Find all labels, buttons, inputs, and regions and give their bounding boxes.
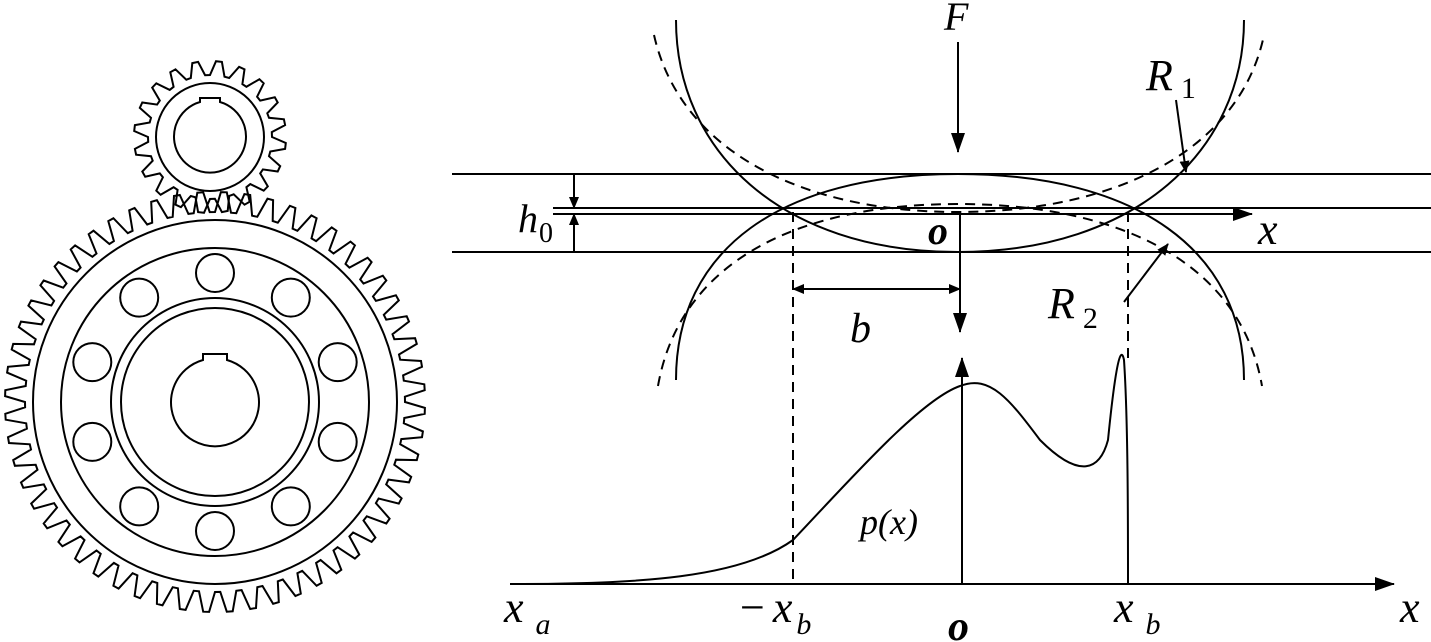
- bearing-ball: [317, 421, 358, 462]
- pinion-gear: [133, 60, 287, 214]
- origin-bottom-label: o: [948, 604, 969, 642]
- bearing-ball: [195, 511, 235, 551]
- bearing-ball: [270, 277, 311, 318]
- r1-leader-arrow: [1175, 99, 1190, 173]
- bearing-ball: [270, 486, 311, 527]
- upper-cylinder-profile: [675, 19, 1245, 254]
- shaft-keyed-bore: [170, 353, 260, 448]
- r2-leader-arrow: [1123, 243, 1169, 303]
- pressure-curve: [509, 353, 1129, 585]
- h0-label: h0: [518, 196, 553, 249]
- upper-cylinder-deformed: [653, 34, 1265, 214]
- bearing-ball: [317, 342, 358, 383]
- force-label: F: [943, 0, 969, 39]
- x-axis-top-label: x: [1257, 205, 1278, 254]
- bearing-ball: [72, 342, 113, 383]
- ball-bearing-icon: [32, 219, 398, 585]
- gear-pair-icon: [4, 60, 426, 613]
- large-gear: [4, 191, 426, 613]
- bearing-ball: [119, 486, 160, 527]
- bearing-ball: [119, 277, 160, 318]
- bearing-balls: [72, 253, 358, 551]
- pressure-label: p(x): [857, 502, 918, 542]
- lower-cylinder-deformed: [657, 202, 1263, 387]
- origin-top-label: o: [928, 208, 948, 253]
- bearing-ball: [72, 421, 113, 462]
- lower-cylinder-profile: [675, 172, 1245, 381]
- x-axis-bottom-label: x: [1399, 583, 1420, 632]
- bearing-ball: [195, 253, 235, 293]
- pinion-keyed-bore: [173, 97, 247, 174]
- b-label: b: [850, 306, 871, 352]
